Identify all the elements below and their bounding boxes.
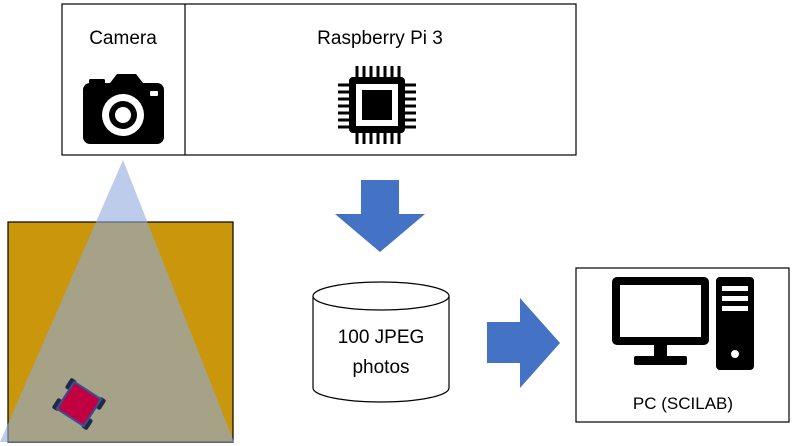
cylinder-body	[312, 296, 450, 403]
capture-unit: Camera Raspberry Pi 3	[61, 3, 577, 156]
computer-tower-icon	[716, 277, 754, 370]
down-arrow	[335, 180, 425, 252]
cpu-chip-icon	[338, 66, 416, 144]
camera-icon	[83, 74, 164, 144]
chip-pins-bottom	[355, 132, 401, 144]
photo-storage: 100 JPEG photos	[312, 281, 450, 403]
cylinder-top	[312, 281, 450, 311]
right-arrow	[487, 298, 560, 388]
camera-view-cone	[0, 160, 234, 442]
monitor-icon	[612, 277, 709, 365]
storage-label-line2: photos	[352, 357, 409, 378]
chip-pins-top	[355, 66, 401, 78]
pc-label: PC (SCILAB)	[633, 394, 733, 413]
pc-unit: PC (SCILAB)	[575, 267, 790, 423]
camera-label: Camera	[89, 28, 157, 49]
raspberry-pi-label: Raspberry Pi 3	[317, 28, 443, 49]
arena	[0, 160, 234, 443]
chip-pins-right	[404, 83, 416, 129]
chip-pins-left	[338, 83, 350, 129]
robot-icon	[52, 378, 106, 430]
storage-label-line1: 100 JPEG	[338, 327, 425, 348]
